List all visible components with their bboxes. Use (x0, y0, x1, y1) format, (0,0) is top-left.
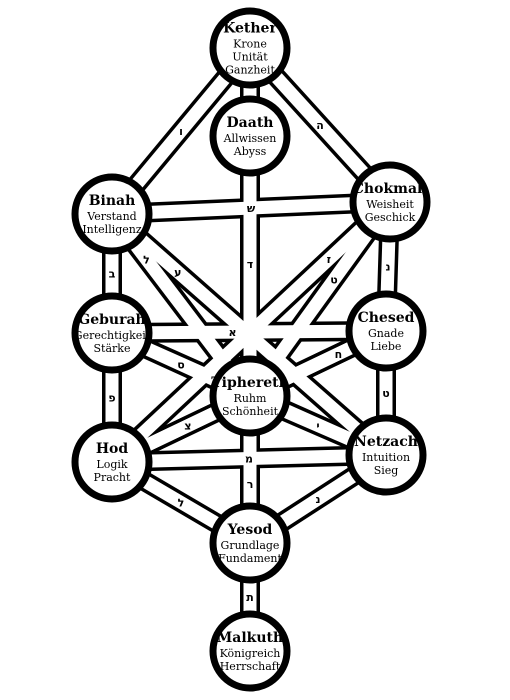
sephirah-name: Chokmah (353, 181, 427, 197)
sephirah-name: Netzach (354, 434, 418, 450)
path-letter: ר (247, 478, 254, 491)
path-letter: ט (330, 274, 337, 287)
sephirah-name: Binah (89, 193, 136, 209)
path-letter: נ (386, 261, 391, 274)
sephirah-name: Daath (227, 115, 274, 131)
path-channel (111, 448, 387, 469)
sephirah-attribute: Intuition (362, 451, 410, 464)
sephirah-attribute: Ganzheit (225, 64, 275, 77)
path-letter: נ (316, 493, 321, 506)
sephirah-circle (345, 414, 427, 496)
sephirah-attribute: Ruhm (234, 392, 267, 405)
path-letter: ס (177, 359, 184, 372)
path-letter: צ (184, 420, 191, 433)
sephirah-attribute: Liebe (371, 340, 402, 353)
sephirah-circle (209, 7, 291, 89)
sephirah-circle (209, 355, 291, 437)
path-letter: ב (109, 268, 116, 281)
path-channel (111, 195, 391, 221)
sephirah-circle (349, 161, 431, 243)
path-letter: א (229, 326, 237, 339)
path-letter: ל (178, 497, 185, 510)
sephiroth-layer: KetherKroneUnitätGanzheitDaathAllwissenA… (71, 7, 431, 692)
sephirah-circle (209, 502, 291, 584)
sephirah-attribute: Fundament (218, 552, 282, 565)
sephirah-attribute: Schönheit (222, 405, 279, 418)
path-letter: ד (247, 258, 253, 271)
sephirah-attribute: Pracht (94, 471, 131, 484)
path-letter: ת (246, 591, 254, 604)
sephirah-circle (71, 173, 153, 255)
sephirah-attribute: Grundlage (221, 539, 280, 552)
sephirah-circle (71, 421, 153, 503)
sephirah-name: Tiphereth (211, 375, 289, 391)
path-letter: ל (143, 254, 150, 267)
path-letter: ש (247, 202, 256, 215)
sephirah-attribute: Verstand (86, 210, 136, 223)
sephirah-attribute: Abyss (233, 145, 267, 158)
path-letter: י (316, 420, 319, 433)
path-letter: ה (316, 119, 324, 132)
path-letter: ו (179, 125, 183, 138)
path-letter: ז (327, 253, 331, 266)
sephirah-name: Geburah (78, 312, 145, 328)
sephirah-name: Kether (223, 21, 277, 37)
sephirah-attribute: Unität (232, 51, 268, 64)
sephirah-attribute: Gnade (368, 327, 404, 340)
path-letter: מ (245, 453, 253, 466)
path-letter: פ (108, 392, 115, 405)
sephirah-name: Yesod (227, 522, 273, 538)
path-letter: ט (382, 387, 389, 400)
sephirah-attribute: Weisheit (366, 198, 414, 211)
sephirah-attribute: Krone (233, 38, 267, 51)
sephirah-attribute: Geschick (365, 211, 416, 224)
sephirah-attribute: Sieg (374, 464, 399, 477)
sephirah-attribute: Intelligenz (82, 223, 142, 236)
sephirah-attribute: Logik (96, 458, 127, 471)
sephirah-name: Chesed (358, 310, 415, 326)
sephirah-attribute: Königreich (220, 647, 281, 660)
sephirah-attribute: Stärke (94, 342, 131, 355)
sephirah-attribute: Allwissen (223, 132, 277, 145)
sephirah-name: Malkuth (217, 630, 283, 646)
path-channel (111, 324, 387, 340)
sephirah-circle (71, 292, 153, 374)
sephirah-attribute: Gerechtigkeit (74, 329, 151, 342)
sephirah-name: Hod (96, 441, 129, 457)
sephirah-circle (209, 95, 291, 177)
sephirah-circle (209, 610, 291, 692)
sephirah-circle (345, 290, 427, 372)
path-letter: ח (335, 348, 343, 361)
sephirah-attribute: Herrschaft (220, 660, 281, 673)
path-letter: ע (174, 266, 181, 279)
